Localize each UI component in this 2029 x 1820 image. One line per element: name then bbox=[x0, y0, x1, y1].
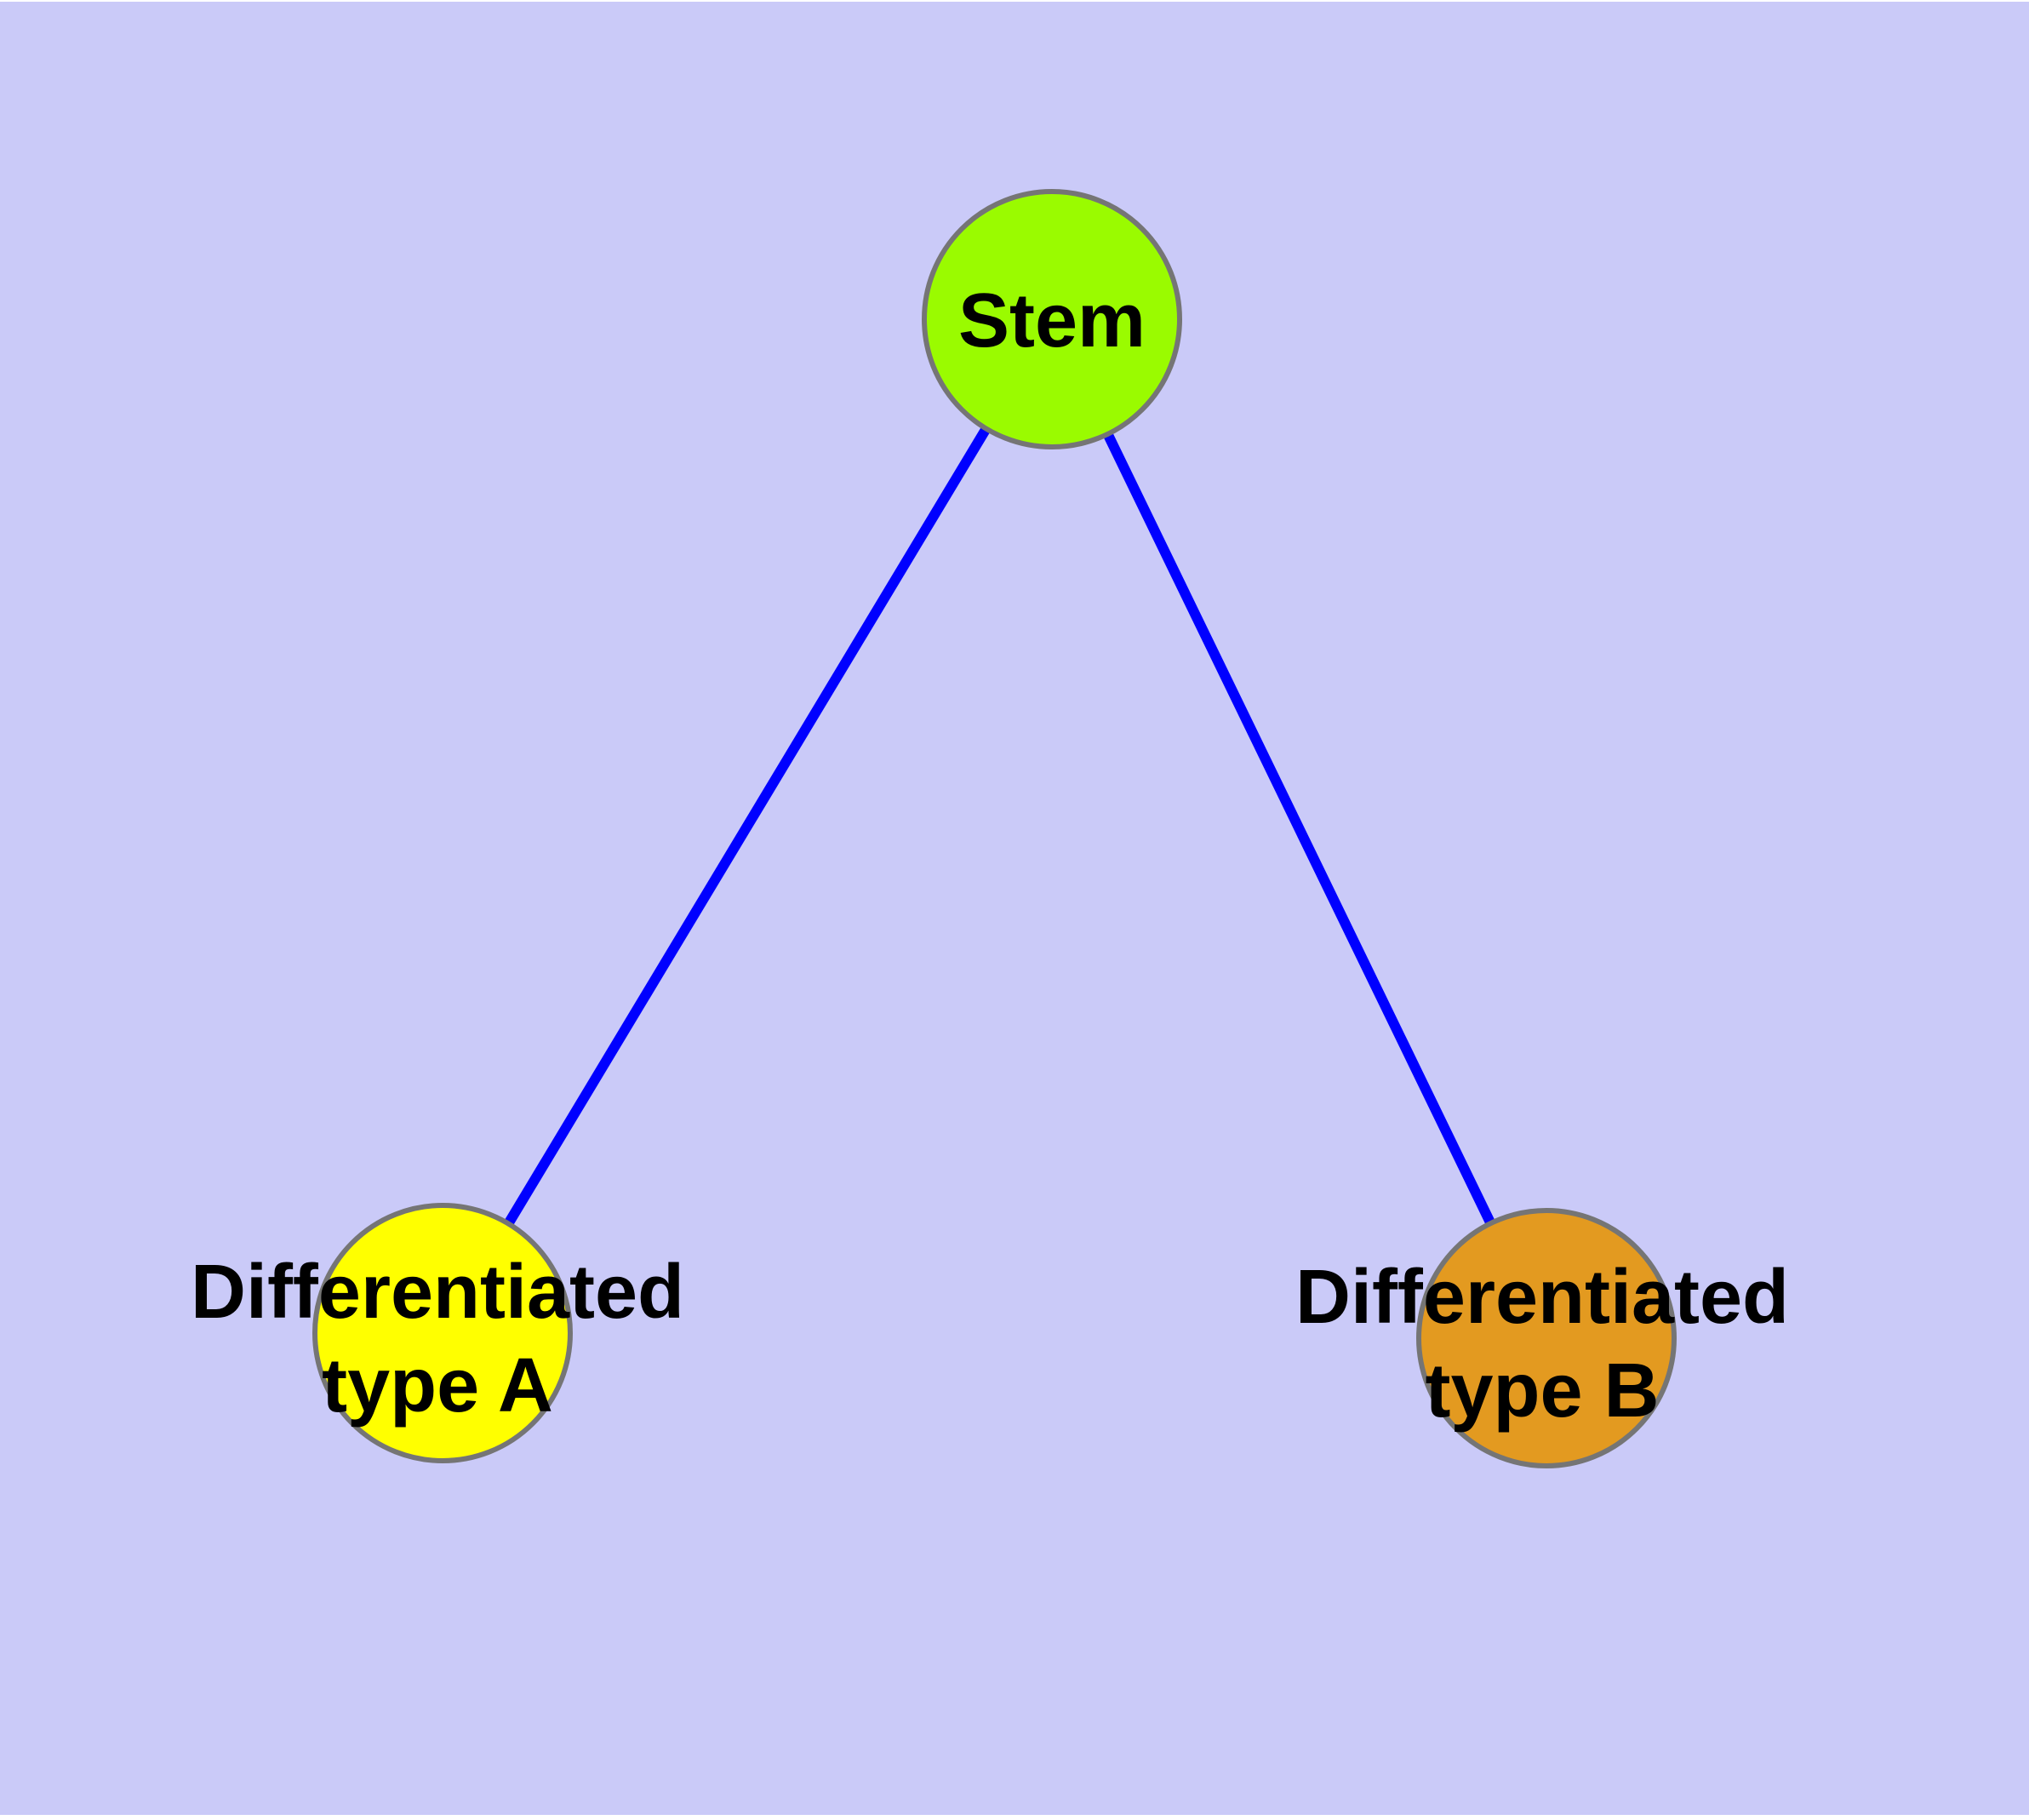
differentiated-type-b-label-line-1: Differentiated bbox=[1295, 1255, 1789, 1340]
edge-stem-to-type-b bbox=[1047, 317, 1552, 1341]
differentiated-type-a-node bbox=[312, 1203, 573, 1463]
differentiated-type-a-label-line-1: Differentiated bbox=[191, 1250, 684, 1335]
differentiated-type-b-node bbox=[1416, 1208, 1677, 1468]
edge-stem-to-type-a bbox=[437, 316, 1057, 1336]
differentiated-type-b-label-line-2: type B bbox=[1425, 1348, 1659, 1434]
stem-node bbox=[922, 189, 1182, 449]
stem-node-label: Stem bbox=[958, 278, 1146, 363]
differentiated-type-a-label-line-2: type A bbox=[322, 1343, 553, 1428]
